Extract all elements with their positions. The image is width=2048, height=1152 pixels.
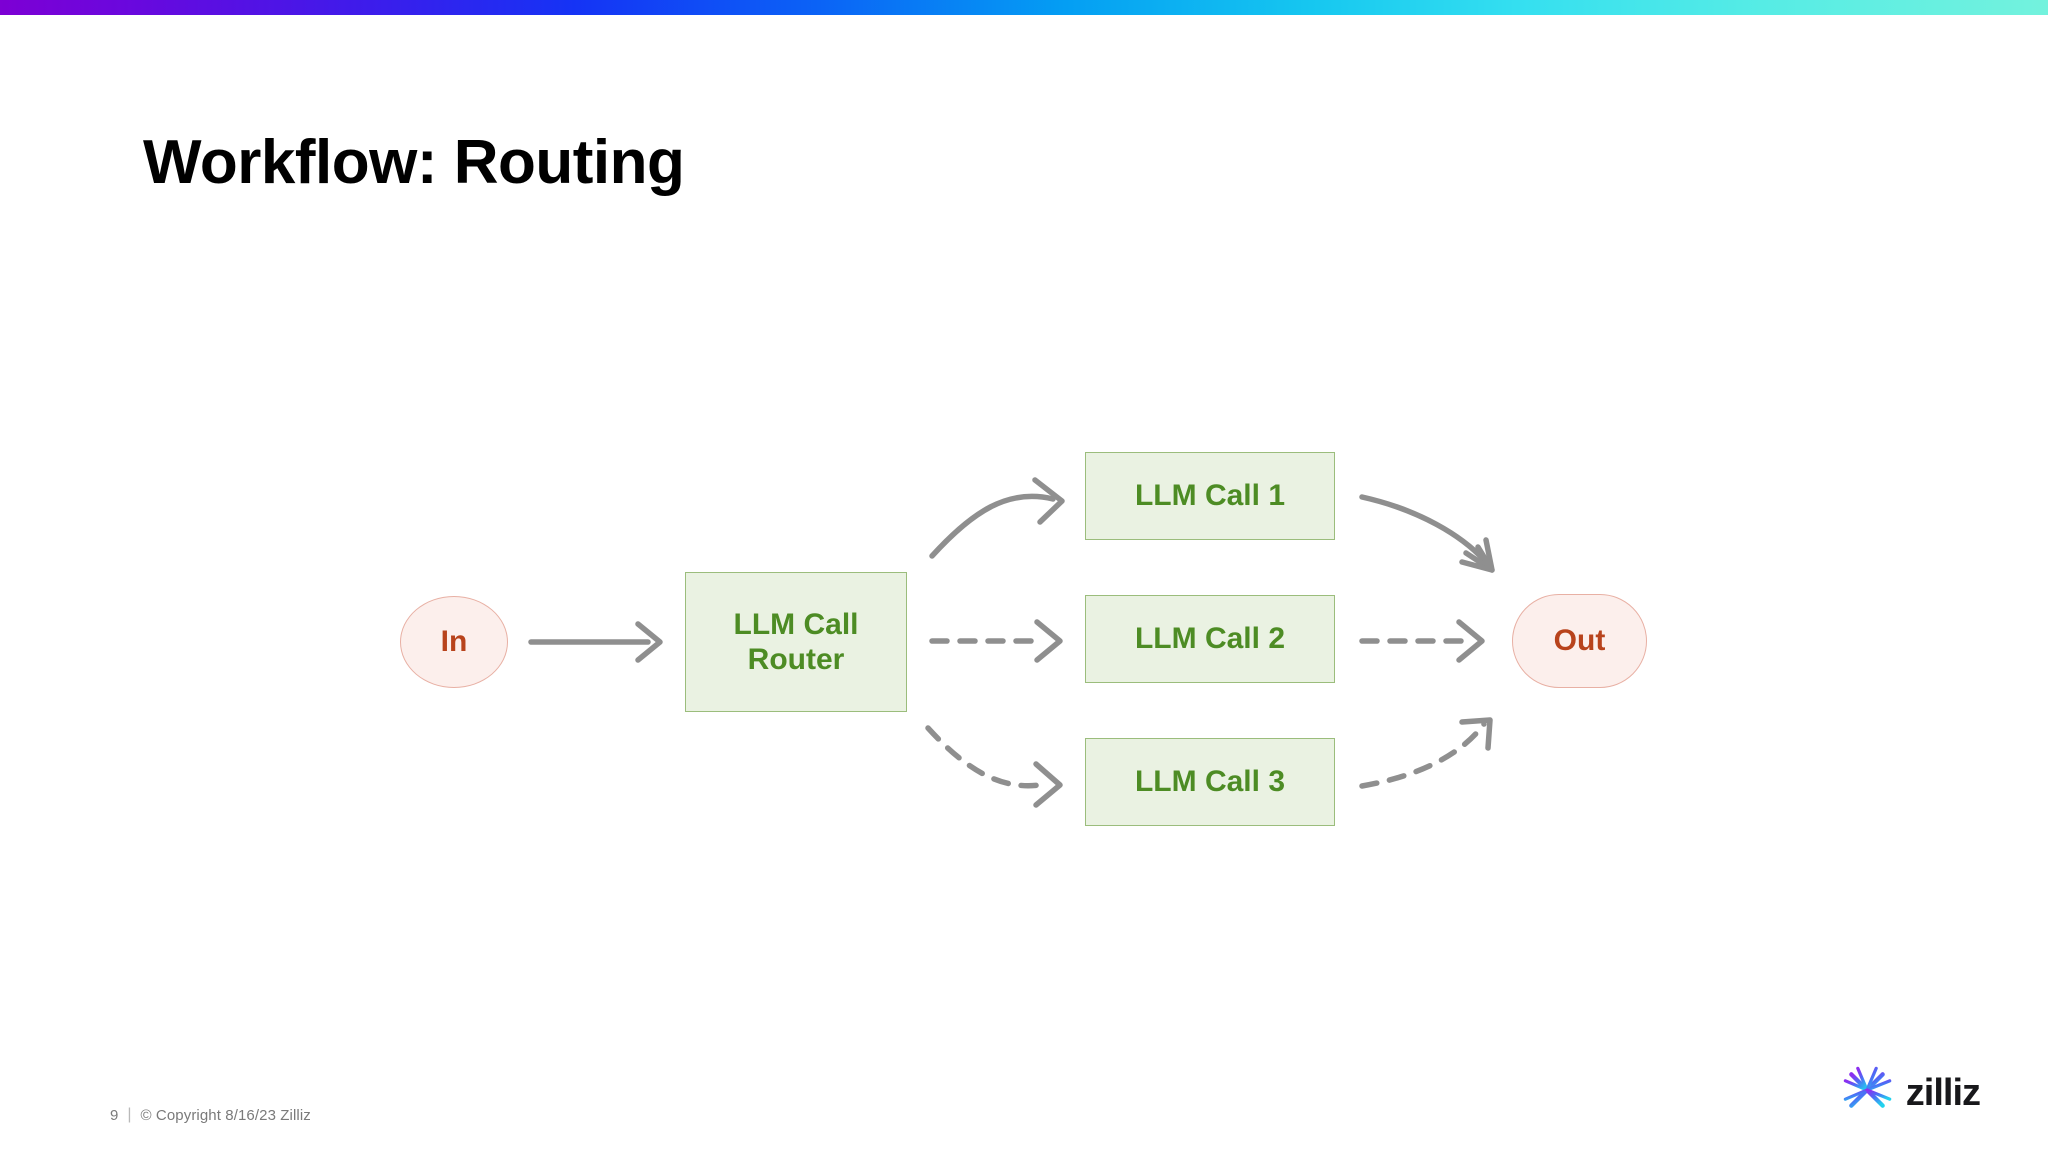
node-in-label: In [440, 625, 468, 659]
router-label-line-2: Router [747, 643, 845, 676]
edge-llm-call-1-to-out [1359, 494, 1495, 573]
zilliz-logo: zilliz [1840, 1063, 1981, 1122]
page-number: 9 [110, 1106, 119, 1124]
node-out[interactable]: Out [1512, 594, 1647, 688]
node-out-label: Out [1553, 624, 1606, 658]
node-llm-call-3[interactable]: LLM Call 3 [1085, 738, 1335, 826]
node-llm-call-router-label: LLM Call Router [734, 607, 859, 678]
node-llm-call-3-label: LLM Call 3 [1134, 765, 1285, 799]
edge-router-to-llm-call-3 [925, 725, 1063, 808]
node-llm-call-2[interactable]: LLM Call 2 [1085, 595, 1335, 683]
footer: 9 | © Copyright 8/16/23 Zilliz [110, 1106, 311, 1124]
edge-router-to-llm-call-1 [929, 477, 1065, 559]
edge-router-to-llm-call-2 [929, 619, 1063, 663]
node-in[interactable]: In [400, 596, 508, 688]
top-gradient-bar [0, 0, 2048, 15]
node-llm-call-router[interactable]: LLM Call Router [685, 572, 907, 712]
edge-llm-call-2-to-out [1359, 619, 1485, 663]
zilliz-wordmark: zilliz [1905, 1071, 1981, 1114]
node-llm-call-1[interactable]: LLM Call 1 [1085, 452, 1335, 540]
page-title: Workflow: Routing [143, 127, 685, 197]
copyright-text: © Copyright 8/16/23 Zilliz [140, 1106, 311, 1124]
zilliz-star-burst-icon [1840, 1063, 1895, 1122]
edge-llm-call-3-to-out [1359, 717, 1493, 789]
node-llm-call-1-label: LLM Call 1 [1134, 479, 1285, 513]
node-llm-call-2-label: LLM Call 2 [1134, 622, 1285, 656]
edge-in-to-router [528, 621, 663, 663]
router-label-line-1: LLM Call [733, 607, 859, 641]
footer-divider: | [127, 1106, 132, 1123]
